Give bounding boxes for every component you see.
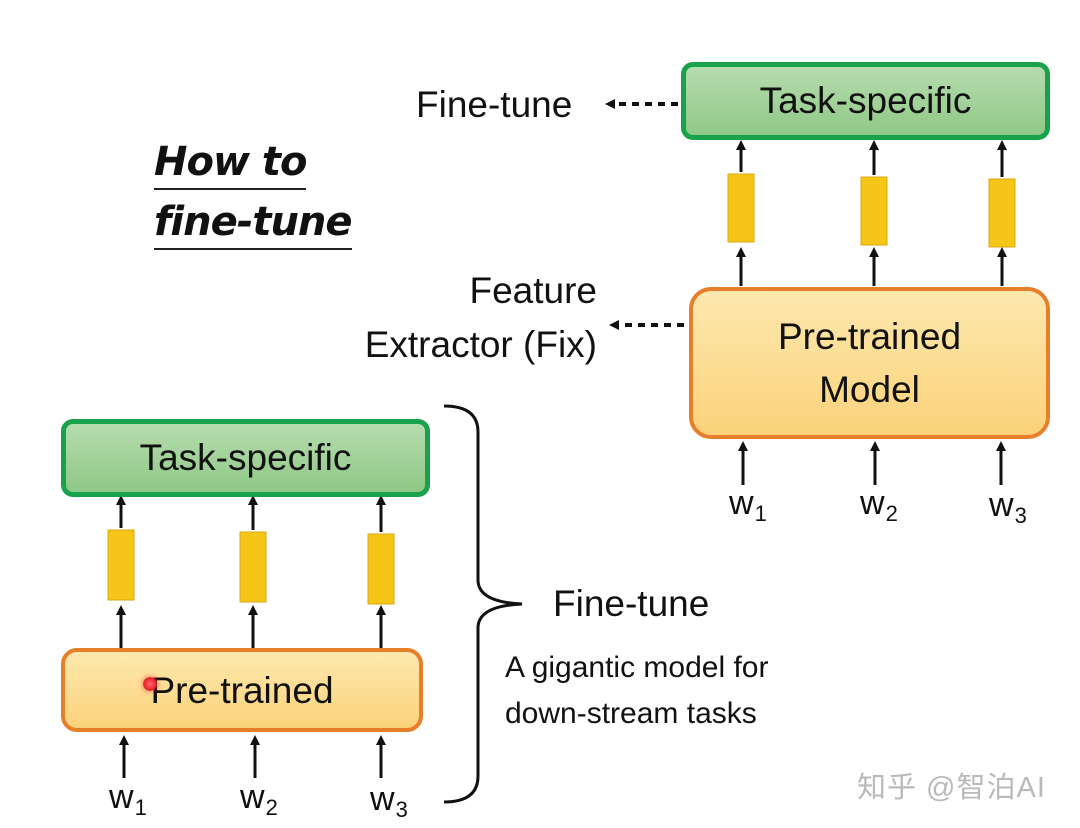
left-pretrained-box: Pre-trained [61, 648, 423, 732]
description-line-1: A gigantic model for [505, 651, 769, 684]
right-hidden-bar-1 [727, 173, 755, 243]
feature-label-line-2: Extractor (Fix) [364, 324, 597, 365]
left-input-word-2: w2 [240, 778, 278, 820]
right-input-word-2: w2 [860, 484, 898, 526]
right-input-word-1: w1 [729, 484, 767, 526]
left-lower-arrows [116, 605, 386, 648]
right-task-specific-label: Task-specific [759, 80, 972, 121]
left-hidden-bar-1 [107, 529, 135, 601]
left-pretrained-label: Pre-trained [150, 669, 334, 711]
right-dotted-arrows [605, 99, 684, 330]
right-hidden-bar-3 [988, 178, 1016, 248]
right-pretrained-line-1: Pre-trained [777, 316, 962, 357]
left-input-word-3: w3 [370, 780, 408, 822]
watermark: 知乎 @智泊AI [857, 772, 1046, 804]
title-line-1: How to [154, 138, 307, 190]
curly-brace [443, 404, 523, 804]
right-lower-arrows [736, 247, 1007, 286]
left-hidden-bar-3 [367, 533, 395, 605]
left-task-specific-label: Task-specific [139, 437, 352, 478]
left-task-specific-box: Task-specific [61, 419, 430, 497]
laser-pointer-dot [143, 677, 157, 691]
left-input-arrows [119, 735, 386, 778]
right-hidden-bar-2 [860, 176, 888, 246]
left-hidden-bar-2 [239, 531, 267, 603]
feature-label-line-1: Feature [469, 270, 597, 311]
right-task-specific-box: Task-specific [681, 62, 1050, 140]
left-upper-arrows [116, 495, 386, 532]
left-hidden-bars [107, 529, 395, 605]
right-pretrained-model-box: Pre-trained Model [689, 287, 1050, 439]
right-input-word-3: w3 [989, 486, 1027, 528]
right-input-arrows [738, 441, 1006, 485]
finetune-label-left: Fine-tune [553, 583, 710, 624]
right-pretrained-line-2: Model [819, 369, 920, 410]
finetune-label-right: Fine-tune [416, 84, 573, 125]
right-hidden-bars [727, 173, 1016, 248]
description-line-2: down-stream tasks [505, 697, 757, 730]
right-upper-arrows [736, 140, 1007, 177]
title-line-2: fine-tune [154, 198, 353, 250]
left-input-word-1: w1 [109, 778, 147, 820]
